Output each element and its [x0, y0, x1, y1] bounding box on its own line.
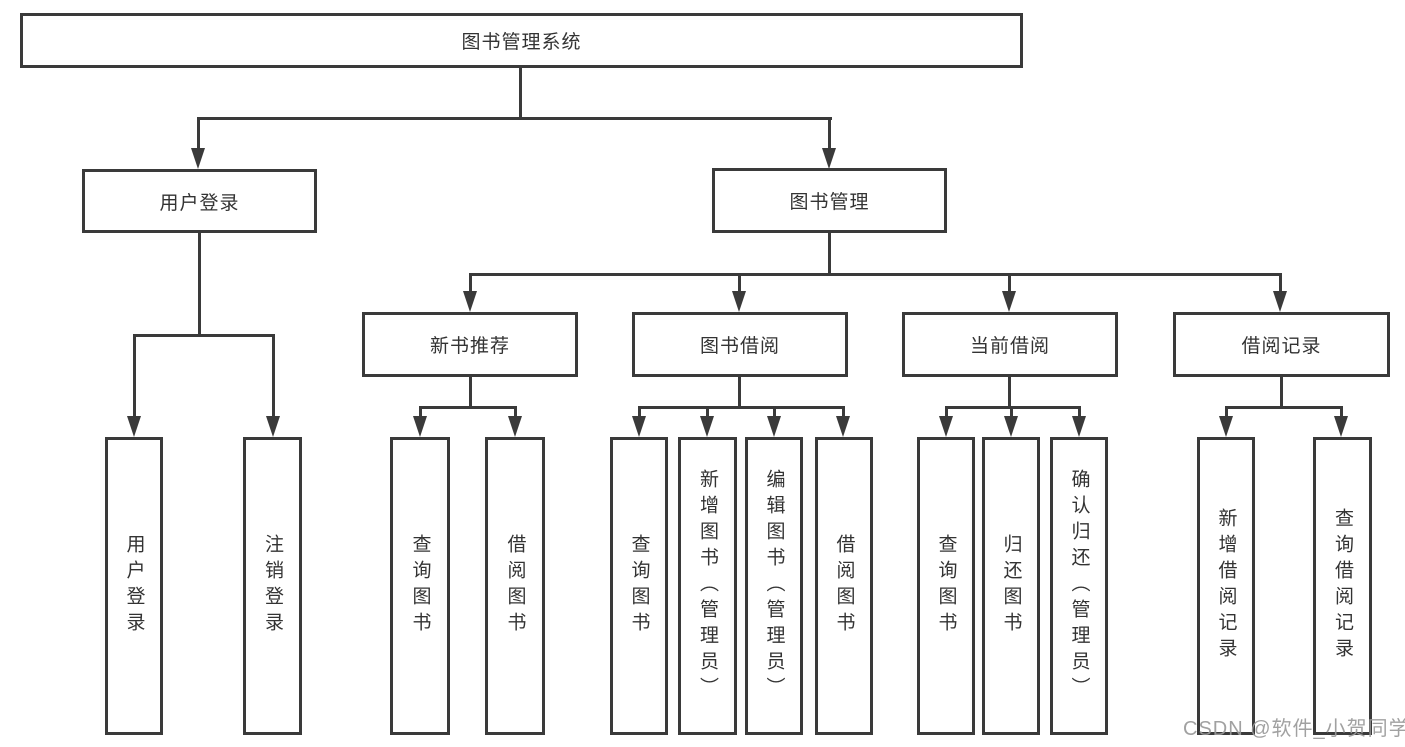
connector-line	[197, 117, 200, 151]
connector-line	[1010, 406, 1013, 420]
leaf-user-login: 用户登录	[105, 437, 163, 735]
arrow-down-icon	[1002, 291, 1016, 312]
connector-line	[1340, 406, 1343, 420]
leaf-edit-books-admin: 编辑图书（管理员）	[745, 437, 803, 735]
connector-line	[469, 377, 472, 409]
leaf-borrow-books: 借阅图书	[485, 437, 545, 735]
node-label: 当前借阅	[969, 336, 1050, 357]
leaf-label: 借阅图书	[833, 534, 855, 638]
connector-line	[773, 406, 776, 420]
leaf-label: 借阅图书	[504, 534, 526, 638]
connector-line	[1078, 406, 1081, 420]
leaf-label: 新增借阅记录	[1215, 508, 1237, 664]
connector-line	[469, 273, 1282, 276]
node-label: 图书借阅	[699, 336, 780, 357]
connector-line	[828, 117, 831, 151]
arrow-down-icon	[1072, 416, 1086, 437]
leaf-label: 查询图书	[935, 534, 957, 638]
leaf-label: 确认归还（管理员）	[1068, 469, 1090, 703]
arrow-down-icon	[836, 416, 850, 437]
node-new-book-recommendation: 新书推荐	[362, 312, 578, 377]
arrow-down-icon	[767, 416, 781, 437]
leaf-confirm-return-admin: 确认归还（管理员）	[1050, 437, 1108, 735]
node-label: 借阅记录	[1241, 336, 1322, 357]
arrow-down-icon	[1334, 416, 1348, 437]
connector-line	[638, 406, 845, 409]
node-book-borrowing: 图书借阅	[632, 312, 848, 377]
leaf-add-books-admin: 新增图书（管理员）	[678, 437, 737, 735]
connector-line	[842, 406, 845, 420]
leaf-logout: 注销登录	[243, 437, 302, 735]
arrow-down-icon	[632, 416, 646, 437]
connector-line	[828, 233, 831, 276]
node-label: 新书推荐	[429, 336, 510, 357]
node-label: 图书管理	[789, 192, 870, 213]
connector-line	[198, 233, 201, 337]
connector-line	[419, 406, 422, 420]
connector-line	[519, 68, 522, 118]
arrow-down-icon	[463, 291, 477, 312]
arrow-down-icon	[1273, 291, 1287, 312]
connector-line	[1280, 377, 1283, 409]
leaf-label: 新增图书（管理员）	[697, 469, 718, 703]
arrow-down-icon	[1219, 416, 1233, 437]
leaf-label: 用户登录	[123, 534, 145, 638]
leaf-query-borrow-records: 查询借阅记录	[1313, 437, 1372, 735]
arrow-down-icon	[266, 416, 280, 437]
node-label: 用户登录	[159, 192, 240, 214]
leaf-query-books: 查询图书	[917, 437, 975, 735]
arrow-down-icon	[191, 148, 205, 169]
node-user-login: 用户登录	[82, 169, 317, 233]
csdn-watermark: CSDN @软件_小贺同学	[1183, 718, 1405, 740]
connector-line	[133, 334, 136, 419]
connector-line	[738, 273, 741, 294]
leaf-label: 查询图书	[628, 534, 650, 638]
arrow-down-icon	[1004, 416, 1018, 437]
leaf-query-books: 查询图书	[610, 437, 668, 735]
node-library-management-system: 图书管理系统	[20, 13, 1023, 68]
leaf-query-books: 查询图书	[390, 437, 450, 735]
connector-line	[706, 406, 709, 420]
node-label: 图书管理系统	[461, 32, 582, 53]
connector-line	[469, 273, 472, 294]
connector-line	[945, 406, 1081, 409]
leaf-label: 编辑图书（管理员）	[763, 469, 785, 703]
arrow-down-icon	[732, 291, 746, 312]
arrow-down-icon	[700, 416, 714, 437]
connector-line	[272, 334, 275, 419]
connector-line	[638, 406, 641, 420]
connector-line	[738, 377, 741, 409]
leaf-label: 注销登录	[262, 534, 283, 638]
node-book-management: 图书管理	[712, 168, 947, 233]
node-borrowing-records: 借阅记录	[1173, 312, 1390, 377]
connector-line	[419, 406, 516, 409]
connector-line	[133, 334, 275, 337]
connector-line	[1225, 406, 1343, 409]
connector-line	[1008, 377, 1011, 409]
arrow-down-icon	[127, 416, 141, 437]
node-current-borrowing: 当前借阅	[902, 312, 1118, 377]
arrow-down-icon	[939, 416, 953, 437]
connector-line	[1008, 273, 1011, 294]
connector-line	[1279, 273, 1282, 294]
connector-line	[945, 406, 948, 420]
leaf-borrow-books: 借阅图书	[815, 437, 873, 735]
leaf-label: 查询借阅记录	[1332, 508, 1353, 664]
arrow-down-icon	[508, 416, 522, 437]
leaf-label: 查询图书	[409, 534, 431, 638]
connector-line	[197, 117, 832, 120]
arrow-down-icon	[822, 148, 836, 169]
connector-line	[514, 406, 517, 420]
leaf-add-borrow-record: 新增借阅记录	[1197, 437, 1255, 735]
connector-line	[1225, 406, 1228, 420]
leaf-label: 归还图书	[1000, 534, 1022, 638]
leaf-return-books: 归还图书	[982, 437, 1040, 735]
arrow-down-icon	[413, 416, 427, 437]
